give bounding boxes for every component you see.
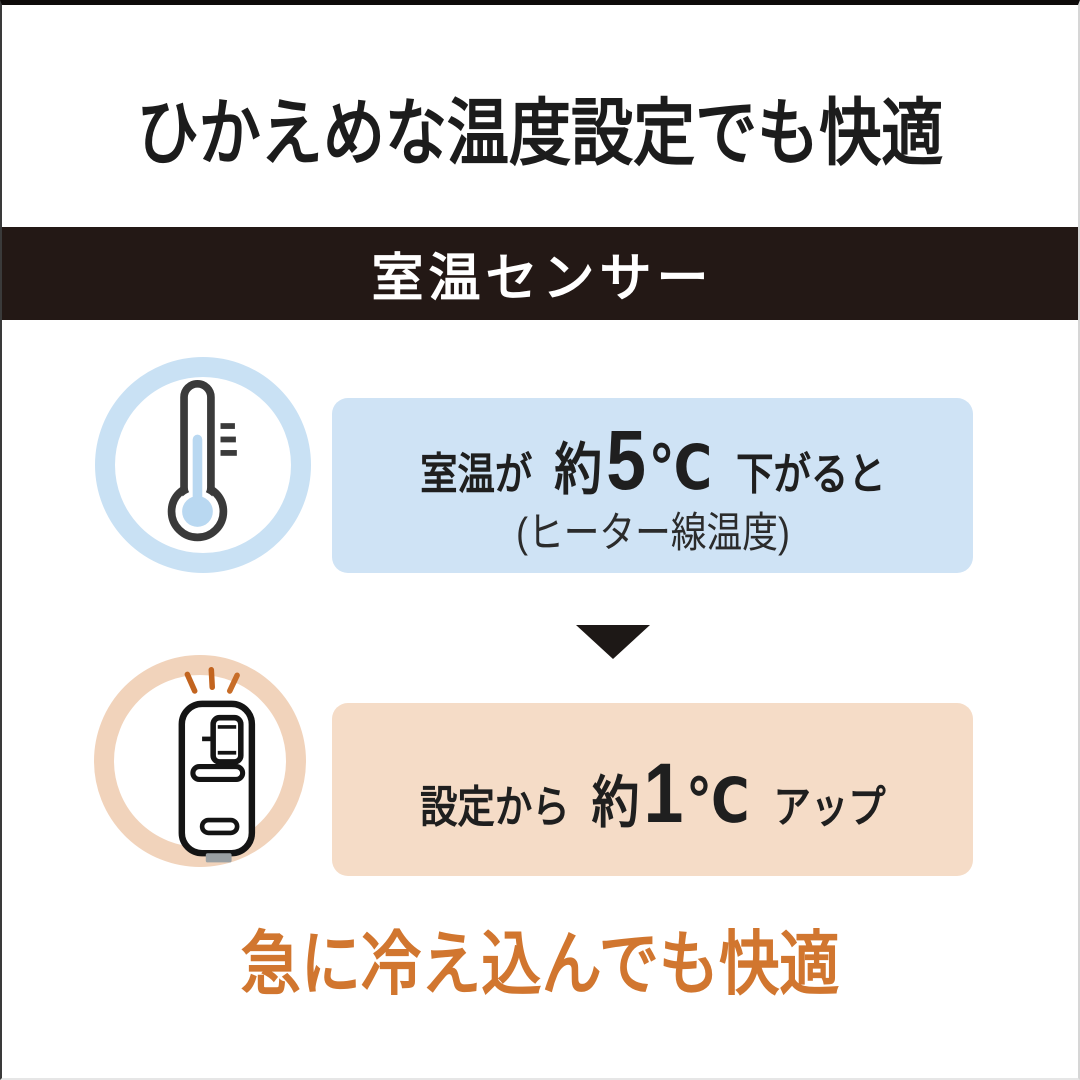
cause-headline: 室温が 約 5 ℃ 下がると	[420, 418, 886, 502]
effect-panel: 設定から 約 1 ℃ アップ	[332, 703, 973, 876]
cause-lead-text: 室温が	[419, 449, 532, 499]
section-banner: 室温センサー	[2, 227, 1078, 320]
effect-headline: 設定から 約 1 ℃ アップ	[420, 751, 886, 835]
cause-temp-value: 5	[605, 412, 646, 507]
page-title: ひかえめな温度設定でも快適	[136, 93, 944, 174]
cause-tail-text: 下がると	[735, 449, 886, 499]
effect-tail-text: アップ	[773, 782, 886, 832]
banner-label: 室温センサー	[371, 250, 714, 308]
effect-temp-unit: ℃	[685, 766, 750, 836]
effect-icon-circle	[94, 655, 306, 867]
effect-temp-value: 1	[643, 745, 683, 840]
thermometer-icon	[167, 379, 237, 542]
cause-panel: 室温が 約 5 ℃ 下がると (ヒーター線温度)	[332, 398, 973, 573]
cause-icon-circle	[95, 357, 311, 573]
effect-approx-text: 約	[591, 770, 639, 834]
heater-controller-icon	[178, 667, 256, 863]
arrow-down-icon	[576, 625, 650, 659]
cause-temp-unit: ℃	[648, 433, 712, 503]
effect-lead-text: 設定から	[419, 782, 570, 832]
cause-approx-text: 約	[553, 437, 602, 501]
cause-note: (ヒーター線温度)	[515, 508, 790, 556]
bottom-message: 急に冷え込んでも快適	[240, 925, 840, 1003]
